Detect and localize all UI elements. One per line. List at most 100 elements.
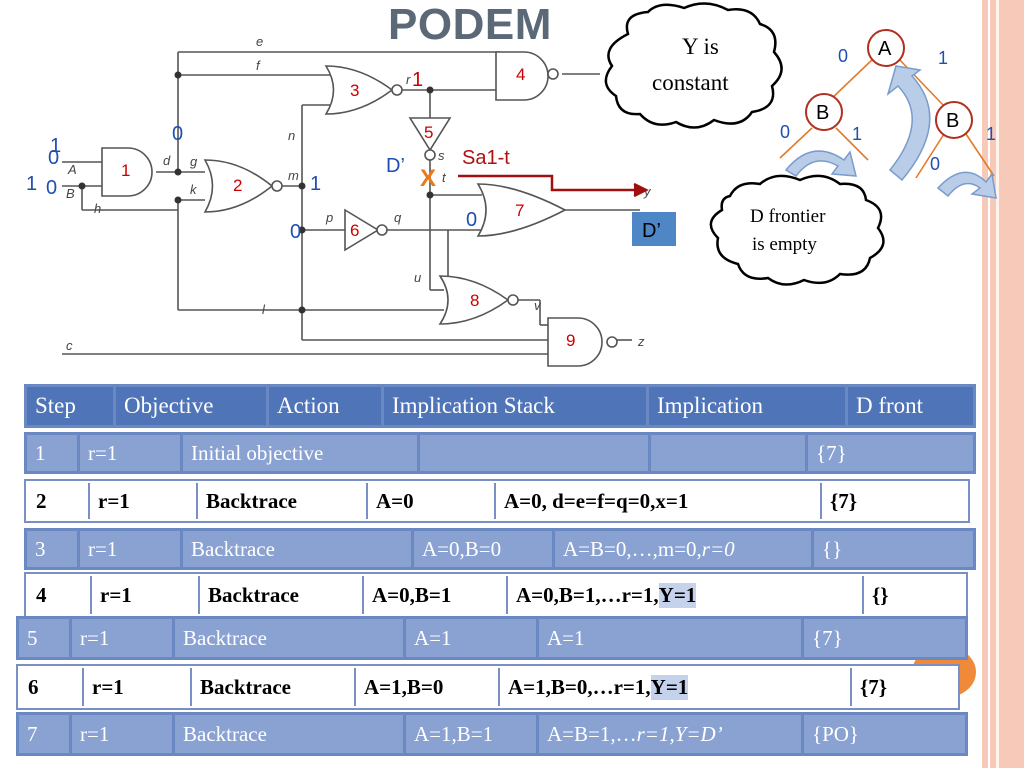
cell-step: 5 xyxy=(19,619,69,657)
callout-dfrontier-line1: D frontier xyxy=(750,206,826,227)
wire-label-z: z xyxy=(637,334,645,349)
table-row: 3 r=1 Backtrace A=0,B=0 A=B=0,…,m=0,r=0 … xyxy=(24,528,976,570)
fault-mark: X xyxy=(420,165,436,192)
wire-label-k: k xyxy=(190,182,198,197)
value-d: 0 xyxy=(172,123,183,145)
cell-stack: A=0 xyxy=(368,483,496,519)
cell-stack: A=0,B=1 xyxy=(364,576,508,614)
tree-curved-arrow-small-2 xyxy=(936,171,997,199)
wire-label-m: m xyxy=(288,168,299,183)
implication-text: A=0,B=1,…r=1, xyxy=(516,582,659,607)
wire-label-s: s xyxy=(438,148,445,163)
tree-edge-root-left: 0 xyxy=(838,46,848,66)
cell-action: Backtrace xyxy=(198,483,368,519)
cell-action: Backtrace xyxy=(175,619,403,657)
table-header: Step Objective Action Implication Stack … xyxy=(24,384,976,428)
implication-text: A=1,B=0,…r=1, xyxy=(508,674,651,699)
tree-edge-right-right: 1 xyxy=(986,124,996,144)
fault-label: Sa1-t xyxy=(462,147,510,169)
cell-action: Initial objective xyxy=(183,435,417,471)
tree-edge-root-right: 1 xyxy=(938,48,948,68)
cell-dfront: {} xyxy=(814,531,973,567)
cell-objective: r=1 xyxy=(72,619,172,657)
implication-text: A=B=1,… xyxy=(547,721,637,746)
table-row: 7 r=1 Backtrace A=1,B=1 A=B=1,…r=1,Y=D’ … xyxy=(16,712,968,756)
tree-curved-arrow-small-1 xyxy=(784,150,857,177)
cell-step: 7 xyxy=(19,715,69,753)
wire-label-g: g xyxy=(190,154,198,169)
header-dfront: D front xyxy=(848,387,973,425)
wire-label-d: d xyxy=(163,153,171,168)
cell-objective: r=1 xyxy=(90,483,198,519)
output-box xyxy=(632,212,676,246)
cell-stack: A=1,B=0 xyxy=(356,668,500,706)
callout-cloud-dfrontier: D frontier is empty xyxy=(709,174,885,286)
cell-action: Backtrace xyxy=(175,715,403,753)
tree-root-label: A xyxy=(878,38,892,60)
cell-action: Backtrace xyxy=(200,576,364,614)
cell-implication: A=B=1,…r=1,Y=D’ xyxy=(539,715,801,753)
cell-dfront: {7} xyxy=(804,619,965,657)
implication-emphasis: r=0 xyxy=(701,536,735,561)
wire-label-v: v xyxy=(534,298,542,313)
cell-implication: A=1 xyxy=(539,619,801,657)
callout-dfrontier-line2: is empty xyxy=(752,234,817,255)
wire-label-t: t xyxy=(442,170,447,185)
header-step: Step xyxy=(27,387,113,425)
cell-objective: r=1 xyxy=(92,576,200,614)
cell-step: 6 xyxy=(20,668,84,706)
gate-number-3: 3 xyxy=(350,81,359,100)
value-q: 0 xyxy=(466,209,477,231)
wire-label-r: r xyxy=(406,72,411,87)
output-value: D’ xyxy=(642,220,661,242)
gate-number-2: 2 xyxy=(233,176,242,195)
cell-stack: A=1 xyxy=(406,619,536,657)
value-p: 0 xyxy=(290,221,301,243)
tree-node-left xyxy=(805,93,843,131)
table-row: 5 r=1 Backtrace A=1 A=1 {7} xyxy=(16,616,968,660)
decorative-stripe xyxy=(982,0,1024,768)
value-a-mid: 0 xyxy=(48,147,59,169)
cell-implication: A=1,B=0,…r=1,Y=1 xyxy=(500,668,852,706)
wire-label-f: f xyxy=(256,58,261,73)
cell-implication: A=B=0,…,m=0,r=0 xyxy=(555,531,811,567)
tree-node-root xyxy=(867,29,905,67)
circuit-diagram: e f d g k h n m p q l c r s t u v y z A … xyxy=(26,2,997,367)
cell-step: 1 xyxy=(27,435,77,471)
tree-edge-right-left: 0 xyxy=(930,154,940,174)
cell-step: 4 xyxy=(28,576,92,614)
gate-number-8: 8 xyxy=(470,291,479,310)
callout-cloud-constant: Y is constant xyxy=(604,2,783,129)
cell-stack: A=1,B=1 xyxy=(406,715,536,753)
cell-implication: A=0, d=e=f=q=0,x=1 xyxy=(496,483,822,519)
cell-objective: r=1 xyxy=(80,435,180,471)
wire-label-l: l xyxy=(262,302,266,317)
cell-stack: A=0,B=0 xyxy=(414,531,552,567)
cell-step: 2 xyxy=(28,483,90,519)
gate-number-1: 1 xyxy=(121,161,130,180)
callout-constant-line1: Y is xyxy=(682,34,719,59)
cell-step: 3 xyxy=(27,531,77,567)
cell-action: Backtrace xyxy=(183,531,411,567)
cell-implication: A=0,B=1,…r=1,Y=1 xyxy=(508,576,864,614)
gate-number-5: 5 xyxy=(424,123,433,142)
wire-label-u: u xyxy=(414,270,421,285)
fault-path-arrow xyxy=(458,174,649,198)
table-row: 1 r=1 Initial objective {7} xyxy=(24,432,976,474)
header-implication-stack: Implication Stack xyxy=(384,387,646,425)
wire-label-q: q xyxy=(394,210,402,225)
gate-number-7: 7 xyxy=(515,201,524,220)
cell-action: Backtrace xyxy=(192,668,356,706)
cell-stack xyxy=(420,435,648,471)
decision-tree: A B B 0 1 0 1 0 1 xyxy=(779,29,997,199)
gate-number-9: 9 xyxy=(566,331,575,350)
input-label-a: A xyxy=(67,162,77,177)
table-row: 4 r=1 Backtrace A=0,B=1 A=0,B=1,…r=1,Y=1… xyxy=(24,572,968,618)
gate-number-6: 6 xyxy=(350,221,359,240)
cell-implication xyxy=(651,435,805,471)
tree-node-right xyxy=(935,101,973,139)
wire-label-e: e xyxy=(256,34,263,49)
header-objective: Objective xyxy=(116,387,266,425)
tree-edge-left-right: 1 xyxy=(852,124,862,144)
cell-dfront: {7} xyxy=(860,674,888,699)
